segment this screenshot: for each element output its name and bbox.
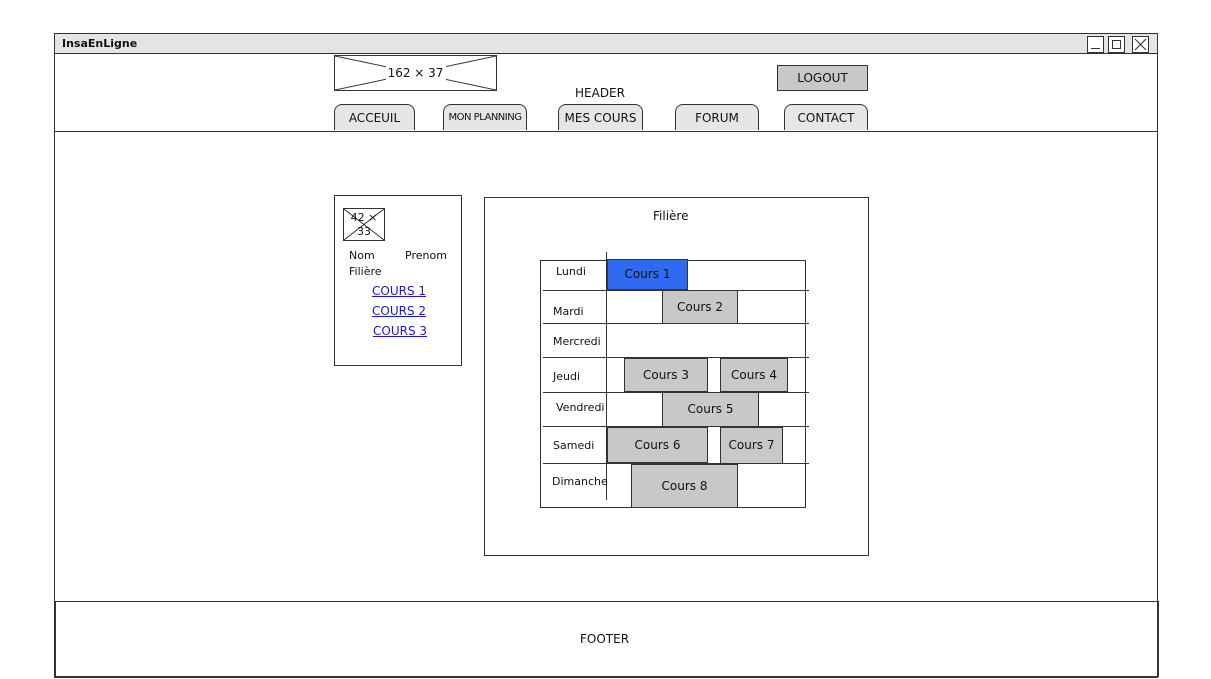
footer-label: FOOTER [580,632,630,646]
maximize-icon[interactable] [1108,36,1125,53]
course-block-5[interactable]: Cours 5 [662,392,759,427]
course-block-6[interactable]: Cours 6 [607,427,708,463]
nav-tab-mes-cours[interactable]: MES COURS [558,104,643,130]
avatar: 42 × 33 [343,208,385,241]
header-label: HEADER [575,86,625,100]
header [55,55,1157,132]
footer [55,601,1159,677]
profile-panel [334,195,462,366]
nav-tab-forum[interactable]: FORUM [675,104,759,130]
nav-tab-contact[interactable]: CONTACT [784,104,868,130]
day-label-lundi: Lundi [556,265,586,278]
grid-divider [606,252,607,500]
day-label-mardi: Mardi [553,305,584,318]
profile-filiere: Filière [349,265,382,278]
day-label-jeudi: Jeudi [553,370,581,383]
minimize-icon[interactable] [1087,36,1104,53]
course-block-1[interactable]: Cours 1 [607,259,688,290]
avatar-placeholder-label: 42 × 33 [350,211,378,238]
profile-nom: Nom [349,249,375,262]
course-block-4[interactable]: Cours 4 [720,358,788,392]
course-block-7[interactable]: Cours 7 [720,427,783,464]
logout-button[interactable]: LOGOUT [777,65,868,91]
day-label-vendredi: Vendredi [556,401,605,414]
grid-row-line [543,463,809,464]
planning-title: Filière [653,209,689,223]
profile-prenom: Prenom [405,249,447,262]
course-block-3[interactable]: Cours 3 [624,358,708,392]
nav-tab-mon-planning[interactable]: MON PLANNING [443,104,527,130]
planning-panel [484,197,869,556]
logo-placeholder: 162 × 37 [334,55,497,91]
day-label-mercredi: Mercredi [553,335,601,348]
day-label-dimanche: Dimanche [552,475,608,488]
course-block-8[interactable]: Cours 8 [631,464,738,508]
nav-tab-acceuil[interactable]: ACCEUIL [334,104,415,130]
close-icon[interactable] [1132,36,1149,53]
cours-link-2[interactable]: COURS 2 [372,304,427,318]
window-title: InsaEnLigne [62,37,138,50]
grid-row-line [543,357,809,358]
cours-link-3[interactable]: COURS 3 [373,324,428,338]
title-bar [55,34,1157,54]
logo-placeholder-label: 162 × 37 [385,66,446,80]
cours-link-1[interactable]: COURS 1 [372,284,427,298]
course-block-2[interactable]: Cours 2 [662,290,738,324]
day-label-samedi: Samedi [553,439,595,452]
